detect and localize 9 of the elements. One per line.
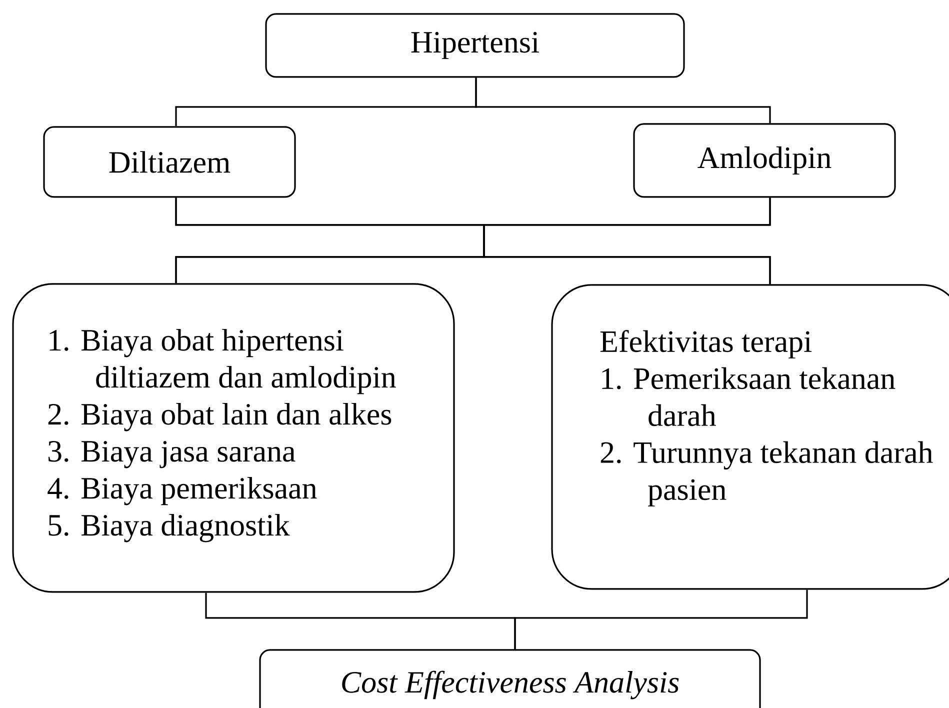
connector-line bbox=[475, 78, 771, 124]
connector-line bbox=[483, 198, 771, 284]
rounded-box: 1. Biaya obat hipertensi diltiazem dan amlodipin 2. Biaya obat lain dan alkes 3. Biaya jasa sarana 4. Biaya pemeriksaan 5. Biaya diagnostik bbox=[12, 283, 455, 593]
rounded-box: Hipertensi bbox=[265, 13, 685, 78]
rounded-box: Diltiazem bbox=[43, 126, 296, 198]
rounded-box: Efektivitas terapi 1. Pemeriksaan tekanan darah 2. Turunnya tekanan darah pasien bbox=[551, 284, 949, 590]
rounded-box: Amlodipin bbox=[633, 123, 896, 198]
rounded-box: Cost Effectiveness Analysis bbox=[259, 649, 761, 708]
connector-line bbox=[514, 590, 808, 650]
